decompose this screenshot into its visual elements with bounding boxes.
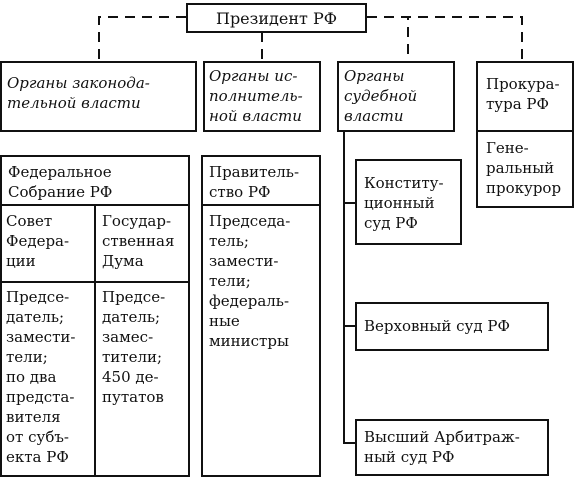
president-box: Президент РФ xyxy=(186,3,367,33)
government-members: Председа- тель; замести- тели; федераль-… xyxy=(209,212,291,350)
constitutional-court-label: Конститу- ционный суд РФ xyxy=(364,174,444,232)
executive-title-box: Органы ис- полнитель- ной власти xyxy=(203,61,321,132)
chambers-separator xyxy=(94,204,96,477)
legislative-title-box: Органы законода- тельной власти xyxy=(0,61,197,132)
president-label: Президент РФ xyxy=(215,9,338,28)
supreme-court-label: Верховный суд РФ xyxy=(364,317,510,335)
prosecutor-general-label: Гене- ральный прокурор xyxy=(486,139,562,197)
supreme-court-box: Верховный суд РФ xyxy=(355,302,549,351)
arbitration-court-label: Высший Арбитраж- ный суд РФ xyxy=(364,428,520,466)
branch-constitutional xyxy=(343,202,355,204)
judicial-title-box: Органы судебной власти xyxy=(337,61,455,132)
government-box: Правитель- ство РФ Председа- тель; замес… xyxy=(201,155,321,477)
government-label: Правитель- ство РФ xyxy=(209,163,300,201)
judicial-trunk xyxy=(343,131,345,442)
federal-assembly-label: Федеральное Собрание РФ xyxy=(8,163,113,201)
judicial-title: Органы судебной власти xyxy=(344,67,418,125)
prosecutor-box: Прокура- тура РФ Гене- ральный прокурор xyxy=(476,61,574,208)
state-duma-label: Государ- ственная Дума xyxy=(102,212,175,270)
government-divider xyxy=(201,204,321,206)
constitutional-court-box: Конститу- ционный суд РФ xyxy=(355,159,462,245)
state-duma-members: Предсе- датель; замес- тители; 450 де- п… xyxy=(102,288,166,406)
executive-title: Органы ис- полнитель- ной власти xyxy=(209,67,303,125)
dashed-connector-prosecutor xyxy=(367,16,523,60)
prosecutor-divider xyxy=(476,130,574,132)
prosecutor-title: Прокура- тура РФ xyxy=(486,75,560,113)
arbitration-court-box: Высший Арбитраж- ный суд РФ xyxy=(355,419,549,476)
federation-council-members: Предсе- датель; замести- тели; по два пр… xyxy=(6,288,76,466)
federation-council-label: Совет Федера- ции xyxy=(6,212,70,270)
dashed-connector-legislative xyxy=(98,16,186,60)
dashed-connector-judicial xyxy=(367,16,409,60)
legislative-title: Органы законода- тельной власти xyxy=(7,74,150,112)
branch-arbitration xyxy=(343,442,355,444)
branch-supreme xyxy=(343,325,355,327)
